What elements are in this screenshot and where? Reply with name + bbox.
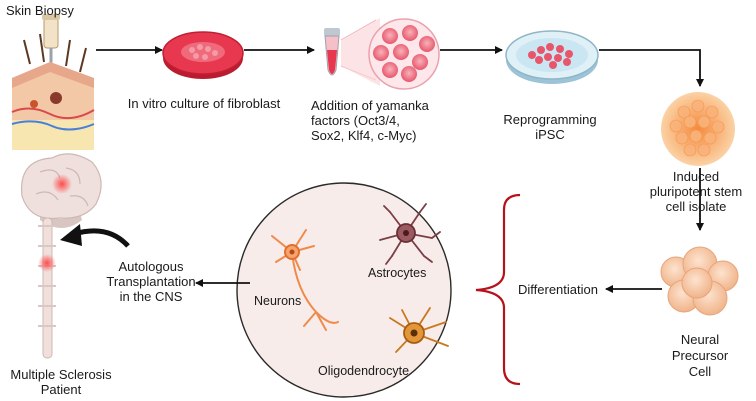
- oligodendrocyte-icon: [389, 307, 449, 353]
- label-yamanaka-line3: Sox2, Klf4, c-Myc): [311, 128, 417, 143]
- label-yamanaka-line2: factors (Oct3/4,: [311, 113, 400, 128]
- astrocyte-icon: [379, 203, 441, 265]
- label-yamanaka-line1: Addition of yamanka: [311, 98, 429, 113]
- label-reprogramming-line1: Reprogramming: [503, 112, 597, 127]
- differentiation-bracket: [475, 193, 521, 386]
- label-npc-line1: Neural: [680, 332, 720, 347]
- label-transplant-line3: in the CNS: [119, 289, 183, 304]
- label-oligodendrocyte: Oligodendrocyte: [318, 364, 410, 378]
- neuron-icon: [271, 229, 339, 331]
- petri-dish-ipsc-icon: [505, 30, 599, 84]
- tube-icon: [324, 28, 340, 76]
- skin-biopsy-icon: [11, 14, 95, 150]
- curved-arrow: [73, 228, 130, 248]
- label-ipsc-line1: Induced: [672, 169, 720, 184]
- label-npc-line2: Precursor: [671, 348, 729, 363]
- label-patient-line1: Multiple Sclerosis: [10, 367, 112, 382]
- label-fibroblast-culture: In vitro culture of fibroblast: [127, 96, 281, 111]
- label-transplant-line2: Transplantation: [106, 274, 196, 289]
- label-ipsc-line3: cell isolate: [665, 199, 727, 214]
- cell-cluster-icon: [661, 92, 735, 166]
- petri-dish-fibroblast-icon: [162, 31, 244, 79]
- neural-precursor-icon: [660, 246, 739, 316]
- label-npc-line3: Cell: [688, 364, 712, 379]
- label-transplant-line1: Autologous: [118, 259, 184, 274]
- label-differentiation: Differentiation: [518, 282, 598, 297]
- label-astrocytes: Astrocytes: [368, 266, 427, 280]
- magnified-cell-group: [373, 25, 435, 82]
- label-neurons: Neurons: [254, 294, 302, 308]
- label-ipsc-line2: pluripotent stem: [649, 184, 743, 199]
- magnified-cells-icon: [340, 18, 440, 90]
- label-patient-line2: Patient: [40, 382, 82, 397]
- label-skin-biopsy: Skin Biopsy: [6, 3, 74, 18]
- flow-arrows: [96, 46, 704, 293]
- brain-spine-icon: [20, 153, 102, 359]
- label-reprogramming-line2: iPSC: [535, 127, 565, 142]
